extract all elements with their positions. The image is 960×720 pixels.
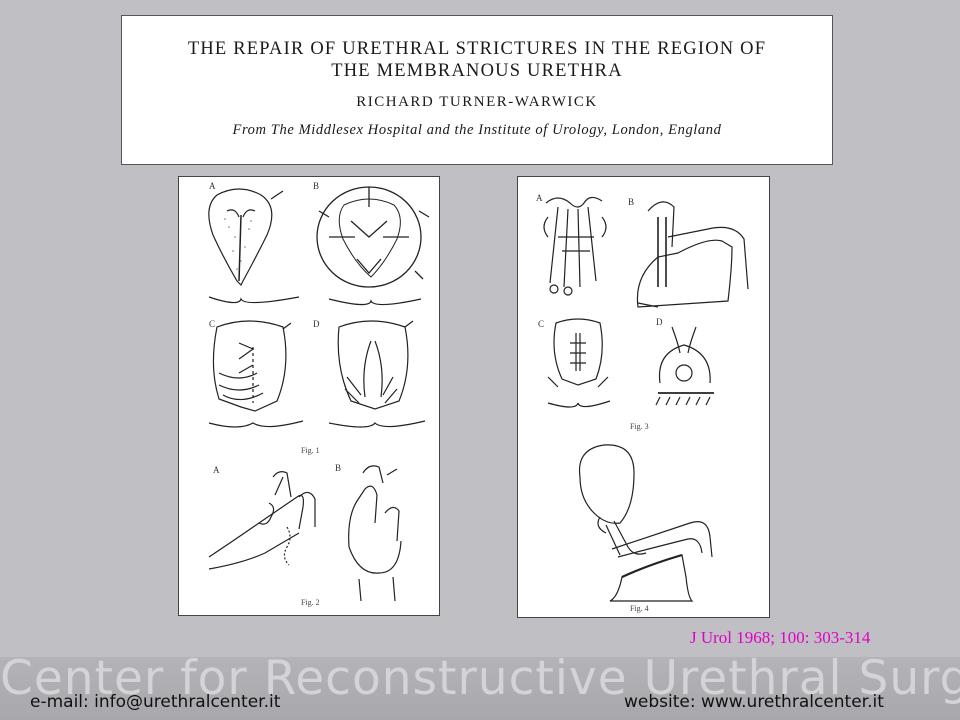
fig1-a-drawing [208, 188, 300, 304]
fig1-caption: Fig. 1 [301, 446, 320, 455]
surgical-illustration-fig3-fig4: A B C D Fig. 3 Fig. 4 [536, 193, 749, 613]
fig3-c-label: C [538, 319, 544, 329]
contact-website: website: www.urethralcenter.it [624, 692, 884, 712]
article-title-line-1: THE REPAIR OF URETHRAL STRICTURES IN THE… [187, 39, 767, 59]
article-title-box: THE REPAIR OF URETHRAL STRICTURES IN THE… [121, 15, 833, 165]
fig1-a-label: A [209, 181, 216, 191]
fig3-caption: Fig. 3 [630, 422, 649, 431]
article-title-line-2: THE MEMBRANOUS URETHRA [331, 61, 623, 81]
journal-citation: J Urol 1968; 100: 303-314 [690, 628, 871, 647]
fig3-d-drawing [655, 326, 714, 406]
fig3-b-label: B [628, 197, 634, 207]
fig1-c-drawing [208, 320, 304, 428]
fig4-drawing [578, 444, 713, 602]
fig2-caption: Fig. 2 [301, 598, 320, 607]
footer-banner: Center for Reconstructive Urethral Surge… [0, 657, 960, 720]
fig1-d-drawing [328, 320, 426, 428]
fig3-a-drawing [543, 196, 607, 296]
figure-panel-right: A B C D Fig. 3 Fig. 4 [517, 176, 770, 618]
fig2-b-drawing [348, 465, 402, 602]
fig2-a-drawing [208, 471, 316, 570]
fig2-b-label: B [335, 463, 341, 473]
fig1-d-label: D [313, 319, 320, 329]
fig1-b-label: B [313, 181, 319, 191]
figure-panel-left: A B C D Fig. 1 [178, 176, 440, 616]
fig1-c-label: C [209, 319, 215, 329]
banner-watermark: Center for Reconstructive Urethral Surge… [0, 657, 960, 706]
article-author: RICHARD TURNER-WARWICK [356, 94, 598, 110]
contact-email: e-mail: info@urethralcenter.it [30, 692, 281, 712]
fig1-b-drawing [316, 186, 430, 306]
fig4-caption: Fig. 4 [630, 604, 649, 613]
fig2-a-label: A [213, 465, 220, 475]
article-affiliation: From The Middlesex Hospital and the Inst… [232, 122, 722, 138]
fig3-a-label: A [536, 193, 543, 203]
fig1-a-stipple [224, 218, 252, 270]
surgical-illustration-fig1-fig2: A B C D Fig. 1 [208, 181, 430, 607]
fig3-d-label: D [656, 317, 663, 327]
fig3-b-drawing [636, 201, 749, 308]
fig3-c-drawing [547, 318, 611, 408]
